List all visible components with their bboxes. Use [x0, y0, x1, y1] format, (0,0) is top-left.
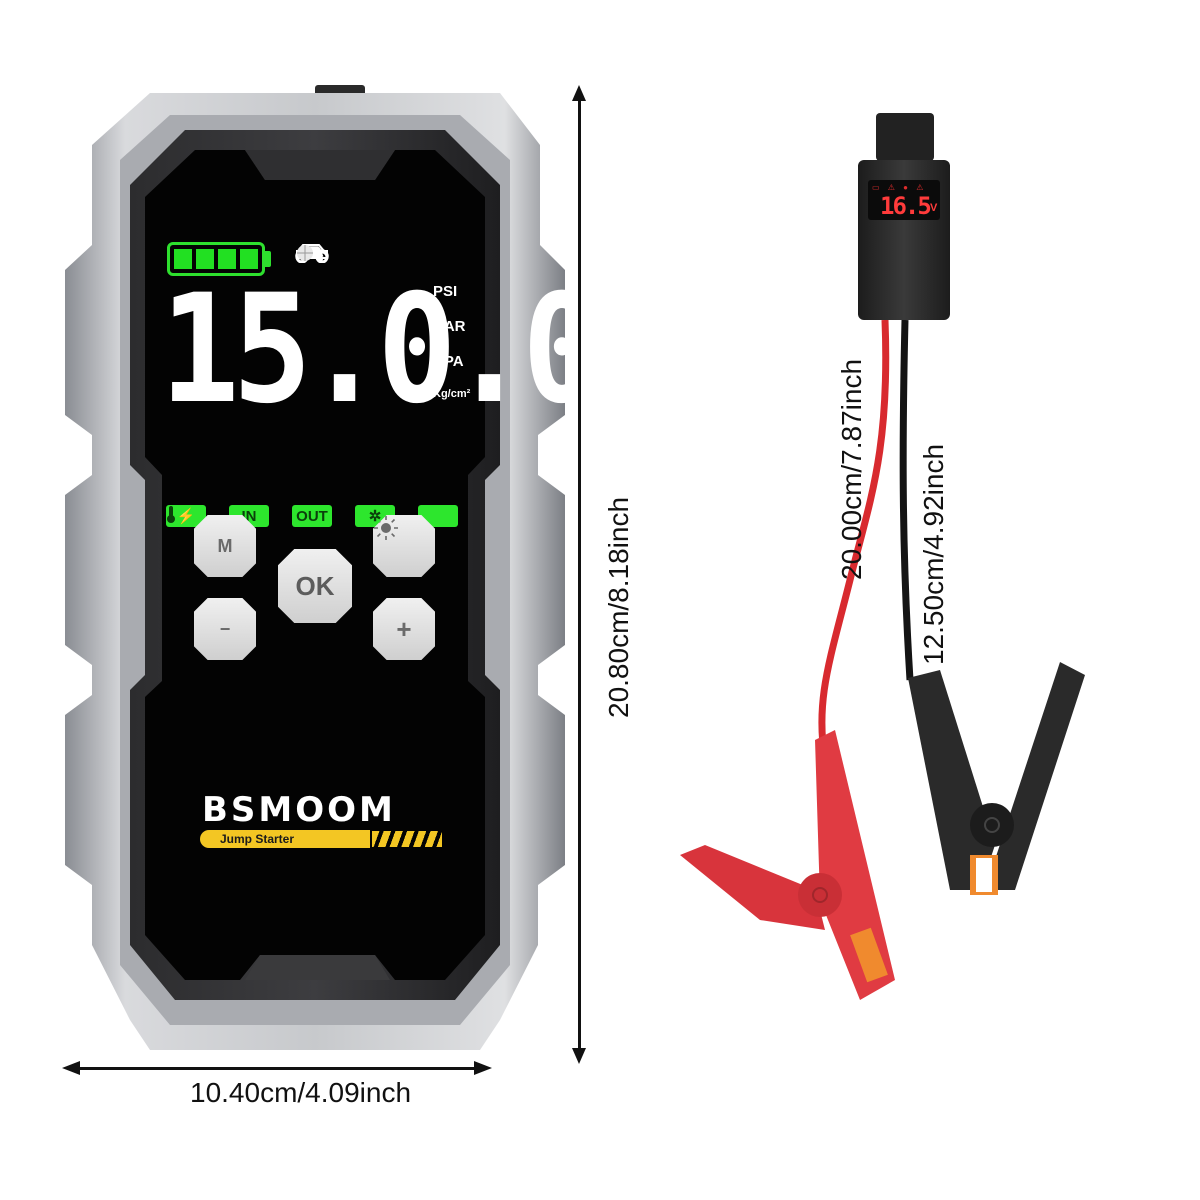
- width-dimension-line: [72, 1067, 482, 1070]
- battery-cell: [218, 249, 236, 269]
- width-arrow-right: [474, 1061, 492, 1075]
- black-clamp-icon: [908, 662, 1085, 895]
- brand-tagline: Jump Starter: [200, 830, 370, 848]
- mode-button[interactable]: M: [194, 515, 256, 577]
- plus-button[interactable]: +: [373, 598, 435, 660]
- battery-cell: [240, 249, 258, 269]
- black-cable: [899, 319, 914, 681]
- sae-connector-plug: [876, 113, 934, 161]
- thermometer-icon: [167, 505, 458, 527]
- battery-tip: [265, 251, 271, 267]
- battery-indicator: [167, 242, 265, 276]
- brand-logo: BSMOOM: [202, 790, 396, 830]
- voltmeter-screen: [868, 180, 940, 220]
- width-label: 10.40cm/4.09inch: [190, 1077, 412, 1108]
- status-out: OUT: [292, 505, 332, 527]
- height-arrow-bottom: [572, 1048, 586, 1064]
- status-indicators: ⚡ IN OUT ✲: [166, 505, 458, 527]
- unit-psi: PSI: [433, 283, 458, 300]
- unit-kpa: KPA: [433, 353, 464, 370]
- ok-button[interactable]: OK: [278, 549, 352, 623]
- jump-starter-device: 15.0.0 PSI BAR KPA Kg/cm² ⚡ IN OUT ✲ M −…: [60, 85, 602, 1050]
- voltage-unit: V: [930, 202, 938, 214]
- height-dimension-line: [578, 92, 581, 1054]
- unit-labels: PSI BAR KPA Kg/cm²: [433, 283, 470, 400]
- black-cable-length-label: 12.50cm/4.92inch: [918, 443, 949, 665]
- light-button[interactable]: [373, 515, 435, 577]
- battery-cell: [174, 249, 192, 269]
- width-arrow-left: [62, 1061, 80, 1075]
- voltage-reading: 16.5: [880, 192, 932, 220]
- red-cable-length-label: 20.00cm/7.87inch: [836, 358, 867, 580]
- red-clamp-icon: [680, 730, 895, 1000]
- voltmeter-status-icons: ▭ ⚠ ● ⚠: [872, 183, 927, 192]
- height-label: 20.80cm/8.18inch: [603, 496, 634, 718]
- unit-bar: BAR: [433, 318, 466, 335]
- battery-cell: [196, 249, 214, 269]
- minus-button[interactable]: −: [194, 598, 256, 660]
- unit-kgcm2: Kg/cm²: [433, 388, 471, 400]
- red-cable: [818, 319, 890, 871]
- lightning-icon: ⚡: [166, 505, 206, 527]
- cable-assembly: [680, 319, 1085, 1000]
- brand-stripes: [372, 831, 442, 847]
- pressure-reading: 15.0.0: [160, 263, 602, 437]
